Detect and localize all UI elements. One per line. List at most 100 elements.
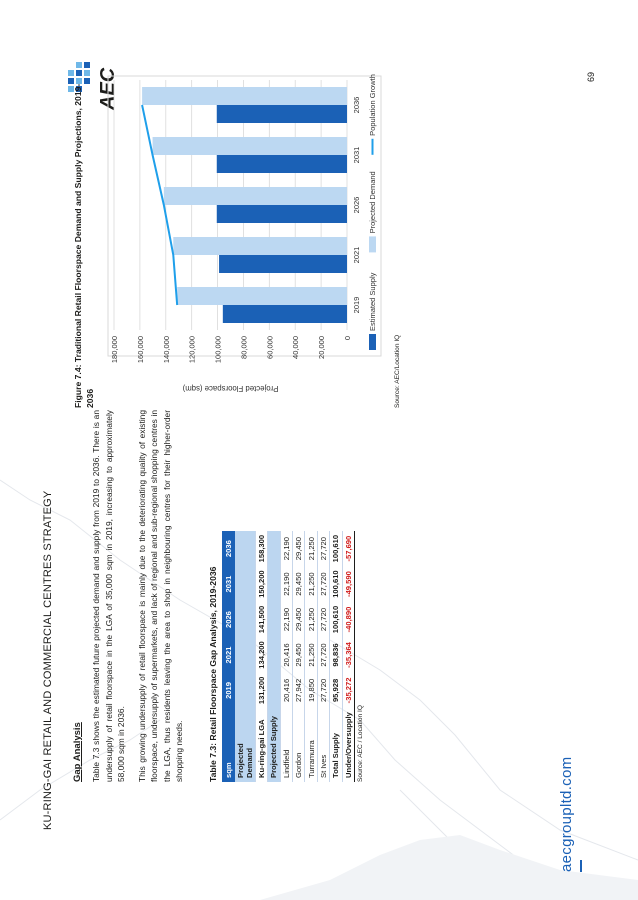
x-tick-label: 2021	[352, 247, 361, 264]
url-underline	[580, 860, 582, 872]
floorspace-chart: 0 20,000 40,000 60,000 80,000 100,000 120,000 1…	[107, 74, 382, 393]
table-row: Gordon 27,942 29,450 29,450 29,450 29,45…	[292, 530, 305, 782]
table-cell: 100,610	[329, 530, 342, 567]
figure-source: Source: AEC/Location IQ	[394, 334, 401, 408]
table-cell: 21,250	[304, 601, 318, 638]
bar-estimated-supply	[222, 305, 347, 323]
bar-estimated-supply	[216, 155, 347, 173]
table-title: Table 7.3: Retail Floorspace Gap Analysi…	[207, 566, 218, 782]
col-header: sqm	[221, 708, 235, 782]
table-cell: 27,720	[317, 672, 330, 709]
bar-projected-demand	[142, 87, 347, 105]
table-cell: 20,416	[280, 672, 293, 709]
table-cell: 21,250	[304, 637, 318, 673]
table-row: Turramurra 19,850 21,250 21,250 21,250 2…	[304, 530, 318, 782]
y-axis-label: Projected Floorspace (sqm)	[182, 384, 278, 393]
figure-title: Figure 7.4: Traditional Retail Floorspac…	[73, 83, 95, 408]
table-cell: 141,500	[255, 601, 268, 638]
row-label: Projected Supply	[267, 708, 281, 782]
y-tick-label: 120,000	[188, 336, 197, 363]
table-cell: 29,450	[292, 530, 305, 567]
row-label: Under/Oversupply	[342, 708, 355, 782]
table-cell: 134,200	[255, 637, 268, 673]
table-row: Projected Supply	[267, 530, 281, 782]
table-cell: 27,942	[292, 672, 305, 709]
page-number: 69	[586, 71, 596, 82]
table-cell: 20,416	[280, 637, 293, 673]
section-heading: Gap Analysis	[72, 722, 83, 782]
col-header: 2031	[221, 566, 235, 602]
table-cell: 27,720	[317, 530, 330, 567]
table-cell: 131,200	[255, 672, 268, 709]
table-row: Lindfield 20,416 20,416 22,190 22,190 22…	[280, 530, 293, 782]
row-label: Gordon	[292, 708, 305, 782]
table-cell: 21,250	[304, 566, 318, 602]
paragraph-1: Table 7.3 shows the estimated future pro…	[91, 410, 126, 782]
table-row: Total Supply 95,928 98,836 100,610 100,6…	[329, 530, 342, 782]
table-cell: 150,200	[255, 566, 268, 602]
bar-projected-demand	[152, 137, 347, 155]
y-tick-label: 60,000	[265, 336, 274, 359]
gap-analysis-table: sqm 2019 2021 2026 2031 2036 Projected D…	[221, 530, 355, 782]
line-population-growth	[141, 104, 179, 306]
x-tick-label: 2026	[352, 197, 361, 214]
table-cell: 95,928	[329, 672, 342, 709]
col-header: 2026	[221, 601, 235, 638]
table-cell: -35,272	[342, 672, 355, 709]
table-cell: 100,610	[329, 601, 342, 638]
bar-estimated-supply	[219, 255, 347, 273]
legend-label: Population Growth	[368, 74, 377, 136]
table-cell: 29,450	[292, 637, 305, 673]
table-source: Source: AEC / Location IQ	[356, 705, 364, 782]
x-tick-label: 2036	[352, 97, 361, 114]
row-label: St Ives	[317, 708, 330, 782]
table-cell: 27,720	[317, 601, 330, 638]
table-cell: 100,610	[329, 566, 342, 602]
table-cell: -49,590	[342, 566, 355, 602]
table-cell: 21,250	[304, 530, 318, 567]
bar-projected-demand	[163, 187, 348, 205]
table-cell: 158,300	[255, 530, 268, 567]
y-tick-label: 160,000	[136, 336, 145, 363]
bar-projected-demand	[177, 287, 348, 305]
table-cell: -57,690	[342, 530, 355, 567]
table-row: St Ives 27,720 27,720 27,720 27,720 27,7…	[317, 530, 330, 782]
x-tick-label: 2031	[352, 147, 361, 164]
legend-label: Projected Demand	[368, 171, 377, 233]
bar-estimated-supply	[216, 205, 347, 223]
col-header: 2019	[221, 672, 235, 709]
table-cell: 98,836	[329, 637, 342, 673]
table-cell: 19,850	[304, 672, 318, 709]
y-tick-label: 20,000	[317, 336, 326, 359]
paragraph-2: This growing undersupply of retail floor…	[136, 410, 185, 782]
bar-estimated-supply	[216, 105, 347, 123]
website-url[interactable]: aecgroupltd.com	[558, 756, 575, 872]
col-header: 2021	[221, 637, 235, 673]
y-tick-label: 100,000	[214, 336, 223, 363]
row-label: Projected Demand	[234, 708, 256, 782]
y-tick-label: 180,000	[110, 336, 119, 363]
table-cell: 27,720	[317, 637, 330, 673]
figure-section: Figure 7.4: Traditional Retail Floorspac…	[72, 68, 401, 408]
legend-label: Estimated Supply	[368, 272, 377, 331]
table-row: Ku-ring-gai LGA 131,200 134,200 141,500 …	[255, 530, 268, 782]
bar-projected-demand	[173, 237, 347, 255]
y-tick-label: 140,000	[162, 336, 171, 363]
document-header: KU-RING-GAI RETAIL AND COMMERCIAL CENTRE…	[42, 490, 54, 830]
table-cell: 29,450	[292, 601, 305, 638]
row-label: Ku-ring-gai LGA	[255, 708, 268, 782]
y-tick-label: 40,000	[291, 336, 300, 359]
legend-swatch	[369, 236, 376, 253]
table-cell: 27,720	[317, 566, 330, 602]
table-cell: 22,190	[280, 530, 293, 567]
gap-analysis-section: Gap Analysis Table 7.3 shows the estimat…	[72, 410, 364, 782]
row-label: Total Supply	[329, 708, 342, 782]
y-tick-label: 80,000	[239, 336, 248, 359]
table-cell: 22,190	[280, 601, 293, 638]
legend-swatch	[369, 334, 376, 350]
table-header-row: sqm 2019 2021 2026 2031 2036	[221, 530, 235, 782]
table-cell: -35,364	[342, 637, 355, 673]
table-cell: -40,890	[342, 601, 355, 638]
y-tick-label: 0	[343, 336, 352, 340]
